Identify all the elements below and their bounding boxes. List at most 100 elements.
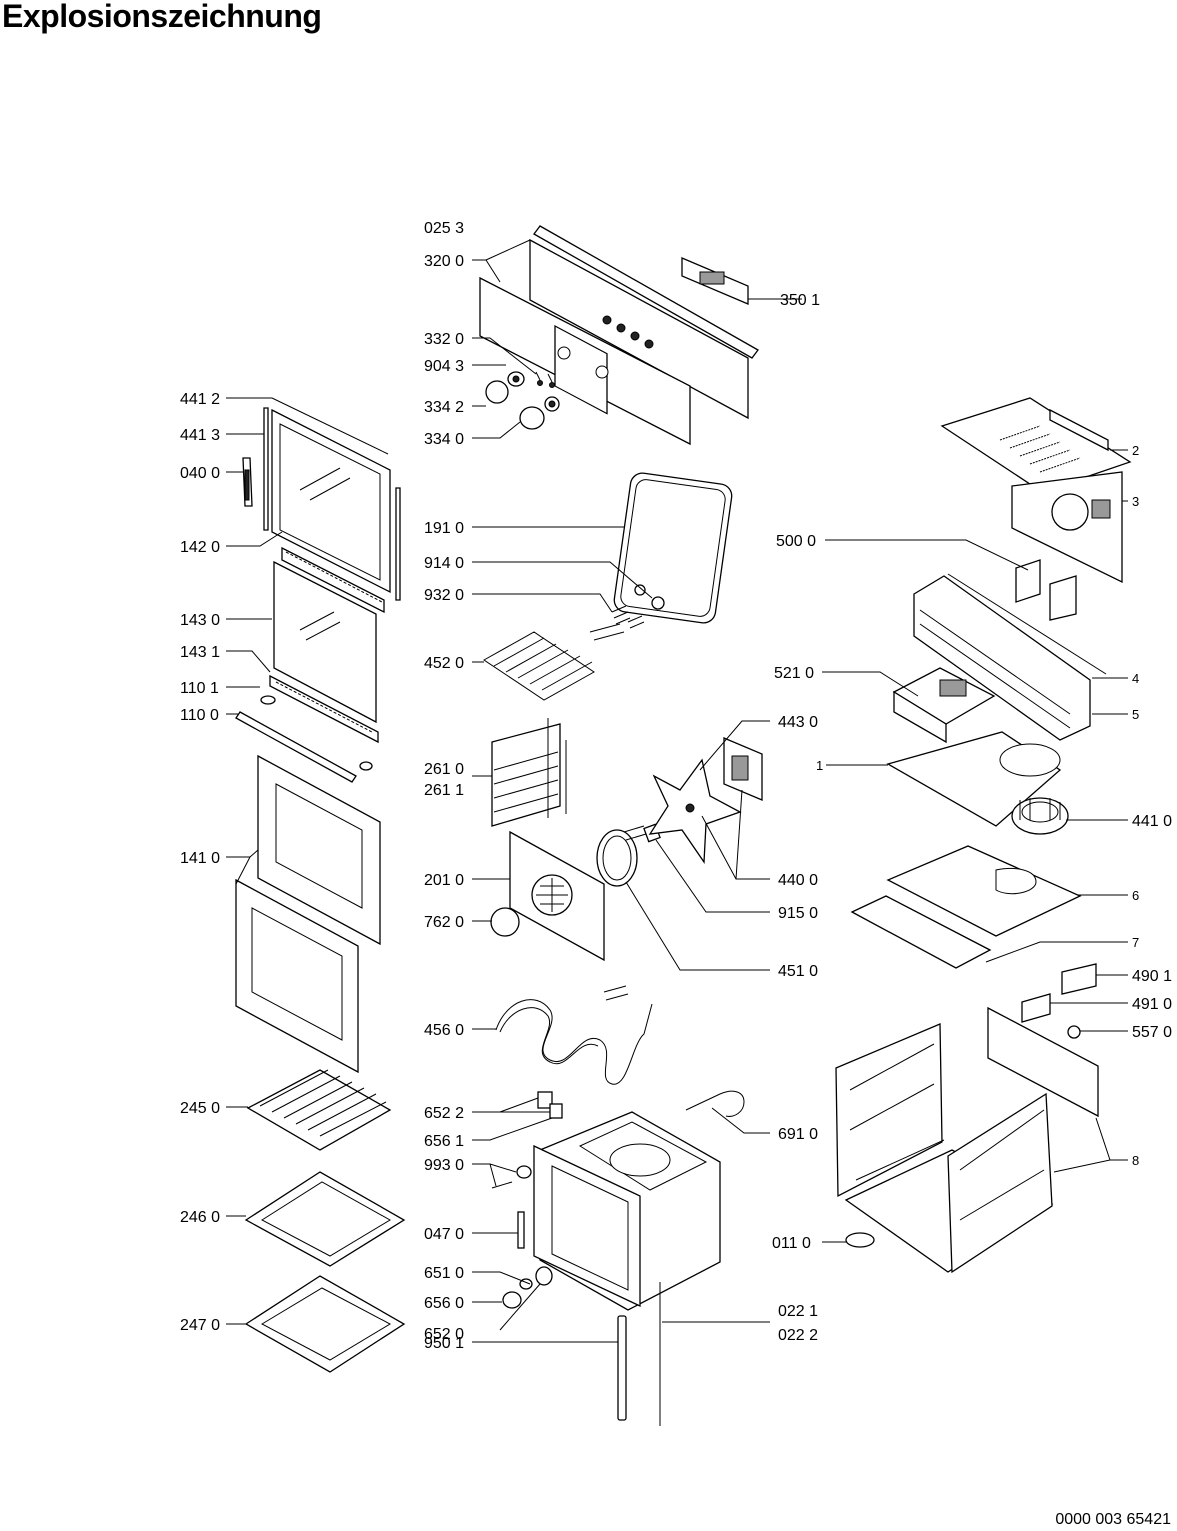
oven-internals-group — [483, 472, 763, 1426]
label-490-1: 490 1 — [1132, 968, 1172, 985]
relay-500-a — [1015, 559, 1041, 603]
panel-back — [529, 238, 749, 420]
document-number: 0000 003 65421 — [1055, 1511, 1171, 1528]
label-652-2: 652 2 — [424, 1105, 464, 1122]
fan-cover-plate — [490, 907, 520, 937]
switch-490 — [1061, 963, 1097, 995]
label-950-1: 950 1 — [424, 1335, 464, 1352]
label-011-0: 011 0 — [772, 1235, 811, 1252]
convection-fan — [648, 758, 742, 864]
label-7: 7 — [1132, 935, 1139, 950]
label-261-1: 261 1 — [424, 782, 464, 799]
lamp-651 — [535, 1266, 553, 1286]
door-handle-rod — [235, 711, 357, 783]
glass-support-bar — [269, 674, 379, 744]
label-022-1: 022 1 — [778, 1303, 818, 1320]
cooling-fan-opening — [1051, 493, 1089, 531]
label-762-0: 762 0 — [424, 914, 464, 931]
label-047-0: 047 0 — [424, 1226, 464, 1243]
knob-334-0 — [519, 406, 545, 430]
hinge-receiver — [517, 1211, 525, 1249]
label-141-0: 141 0 — [180, 850, 220, 867]
door-clip — [260, 695, 276, 705]
label-334-2: 334 2 — [424, 399, 464, 416]
panel-button-1 — [602, 315, 612, 325]
label-110-0: 110 0 — [180, 707, 219, 724]
label-8: 8 — [1132, 1153, 1139, 1168]
panel-button-4 — [644, 339, 654, 349]
temperature-sensor — [685, 1090, 745, 1117]
door-inner-glass — [279, 423, 381, 581]
panel-button-3 — [630, 331, 640, 341]
label-452-0: 452 0 — [424, 655, 464, 672]
label-201-0: 201 0 — [424, 872, 464, 889]
part-labels: 025 3 320 0 350 1 332 0 904 3 334 2 334 … — [180, 220, 1172, 1352]
bottom-heating-element — [495, 999, 653, 1085]
lamp-cover — [651, 596, 665, 610]
label-245-0: 245 0 — [180, 1100, 220, 1117]
accessories-group — [244, 1069, 406, 1373]
label-440-0: 440 0 — [778, 872, 818, 889]
insulation-plate — [886, 845, 1082, 937]
page-title: Explosionszeichnung — [2, 0, 322, 34]
panel-knob-hole-2 — [595, 365, 609, 379]
wire-rack — [246, 1069, 392, 1151]
top-cover-bracket — [1049, 408, 1109, 452]
label-656-1: 656 1 — [424, 1133, 464, 1150]
lamp-656 — [502, 1291, 522, 1309]
label-143-0: 143 0 — [180, 612, 220, 629]
label-025-3: 025 3 — [424, 220, 464, 237]
label-652-0: 652 0 — [424, 1326, 464, 1343]
label-332-0: 332 0 — [424, 331, 464, 348]
label-334-0: 334 0 — [424, 431, 464, 448]
door-panel-outer-window — [251, 907, 343, 1041]
label-261-0: 261 0 — [424, 761, 464, 778]
grill-element — [483, 631, 595, 701]
label-022-2: 022 2 — [778, 1327, 818, 1344]
door-side-strip-right — [395, 487, 401, 601]
label-691-0: 691 0 — [778, 1126, 818, 1143]
housing-group — [835, 397, 1132, 1274]
label-993-0: 993 0 — [424, 1157, 464, 1174]
label-2: 2 — [1132, 443, 1139, 458]
label-110-1: 110 1 — [180, 680, 219, 697]
nut-993 — [516, 1165, 532, 1179]
label-656-0: 656 0 — [424, 1295, 464, 1312]
label-456-0: 456 0 — [424, 1022, 464, 1039]
label-441-0: 441 0 — [1132, 813, 1172, 830]
bolt-993 — [491, 1181, 513, 1189]
label-247-0: 247 0 — [180, 1317, 220, 1334]
door-panel-inner-window — [275, 783, 363, 909]
control-panel-group — [479, 225, 759, 446]
lamp-glass — [549, 1103, 563, 1119]
label-443-0: 443 0 — [778, 714, 818, 731]
top-cover — [940, 397, 1132, 493]
screws-904-3 — [535, 371, 553, 383]
label-142-0: 142 0 — [180, 539, 220, 556]
lamp-springs — [611, 605, 645, 629]
label-191-0: 191 0 — [424, 520, 464, 537]
label-5: 5 — [1132, 707, 1139, 722]
board-chip — [699, 271, 725, 285]
label-320-0: 320 0 — [424, 253, 464, 270]
label-451-0: 451 0 — [778, 963, 818, 980]
label-915-0: 915 0 — [778, 905, 818, 922]
leader-lines — [226, 239, 1128, 1343]
door-assembly-group — [235, 397, 401, 1074]
label-914-0: 914 0 — [424, 555, 464, 572]
housing-right-side — [947, 1092, 1053, 1274]
door-side-strip — [263, 407, 269, 531]
door-glass-143 — [273, 560, 377, 724]
label-491-0: 491 0 — [1132, 996, 1172, 1013]
fan-motor-core — [731, 755, 749, 781]
lamp-holder — [537, 1091, 553, 1109]
seal-strip-950 — [617, 1315, 627, 1421]
label-932-0: 932 0 — [424, 587, 464, 604]
front-frame — [913, 575, 1091, 741]
panel-button-2 — [616, 323, 626, 333]
label-904-3: 904 3 — [424, 358, 464, 375]
label-3: 3 — [1132, 494, 1139, 509]
label-040-0: 040 0 — [180, 465, 220, 482]
label-1: 1 — [816, 758, 823, 773]
